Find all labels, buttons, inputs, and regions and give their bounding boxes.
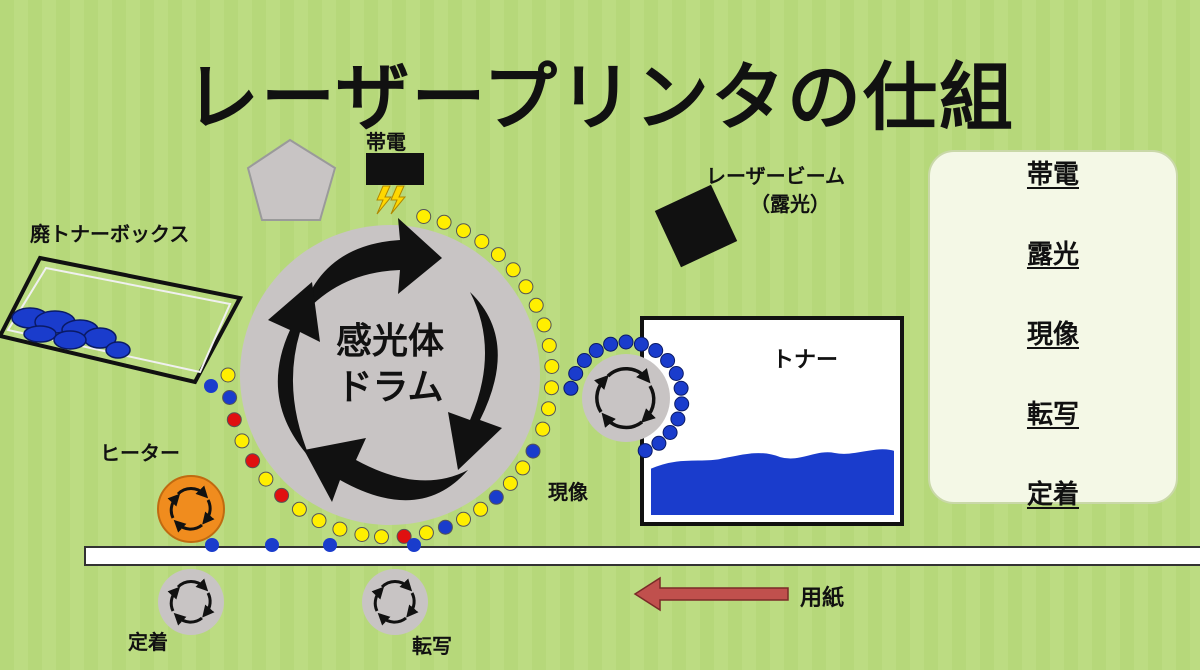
heater-label: ヒーター bbox=[100, 441, 180, 465]
charge-dot bbox=[437, 519, 453, 535]
step-developing: 現像 bbox=[1026, 320, 1079, 350]
toner-dot bbox=[648, 343, 664, 358]
charge-dot bbox=[535, 421, 551, 437]
charge-dot bbox=[505, 262, 521, 278]
charge-dot bbox=[456, 511, 471, 527]
charge-dot bbox=[396, 528, 412, 544]
paper-direction-arrow bbox=[633, 576, 789, 612]
charge-dot bbox=[488, 489, 504, 505]
developer-toner-ring bbox=[563, 334, 690, 459]
waste-toner-box bbox=[0, 255, 244, 385]
toner-dot bbox=[673, 380, 689, 396]
toner-dot bbox=[637, 443, 653, 459]
charge-dot bbox=[332, 521, 348, 537]
fixing-rotation-arrows-icon bbox=[167, 578, 215, 626]
toner-dot bbox=[588, 343, 604, 358]
charge-dot bbox=[416, 209, 432, 224]
toner-label: トナー bbox=[772, 348, 839, 373]
charge-dot bbox=[518, 279, 534, 295]
lightning-icon bbox=[376, 185, 407, 215]
charge-dot bbox=[354, 527, 370, 542]
paper-label: 用紙 bbox=[800, 586, 845, 611]
charge-dot bbox=[528, 297, 544, 313]
charge-dot bbox=[220, 367, 236, 383]
toner-dot bbox=[651, 435, 667, 451]
toner-dot bbox=[603, 336, 619, 352]
waste-toner-box-label: 廃トナーボックス bbox=[30, 222, 190, 246]
transfer-rotation-arrows-icon bbox=[371, 578, 419, 626]
toner-reservoir bbox=[640, 316, 904, 526]
toner-dot bbox=[670, 411, 686, 427]
toner-dot bbox=[568, 366, 584, 381]
paper-toner-dots bbox=[205, 538, 421, 552]
waste-toner-dot bbox=[204, 379, 218, 393]
process-steps-panel: 帯電 露光 現像 転写 定着 bbox=[928, 150, 1178, 510]
toner-powder bbox=[649, 447, 896, 517]
charge-dot bbox=[311, 513, 327, 529]
charge-dot bbox=[245, 453, 261, 469]
charge-dot bbox=[490, 247, 506, 263]
charge-dot bbox=[234, 433, 250, 449]
toner-dot bbox=[563, 380, 579, 396]
charge-dot bbox=[291, 501, 307, 517]
charge-dot bbox=[258, 471, 274, 487]
step-charging: 帯電 bbox=[1026, 160, 1079, 190]
step-exposure: 露光 bbox=[1026, 240, 1079, 270]
toner-dot bbox=[576, 353, 592, 368]
charge-dot bbox=[544, 380, 559, 396]
drum-charge-dots bbox=[220, 209, 560, 545]
toner-dot bbox=[618, 334, 634, 350]
toner-dot bbox=[662, 425, 678, 440]
transfer-roller bbox=[362, 569, 428, 635]
charge-dot bbox=[541, 401, 556, 417]
waste-toner-pile bbox=[11, 307, 131, 359]
drum-label-line1: 感光体 bbox=[335, 321, 444, 362]
charge-dot bbox=[473, 501, 489, 517]
laser-unit-square bbox=[654, 184, 738, 268]
step-transfer: 転写 bbox=[1026, 400, 1079, 430]
charge-dot bbox=[226, 412, 242, 428]
developer-rotation-arrows-icon bbox=[594, 366, 656, 430]
drum-rotation-arrows-icon bbox=[268, 218, 502, 502]
transfer-label: 転写 bbox=[412, 634, 452, 658]
toner-dot bbox=[633, 336, 649, 352]
charge-dot bbox=[436, 214, 452, 230]
charge-dot bbox=[541, 338, 557, 353]
drum-label-line2: ドラム bbox=[336, 367, 444, 408]
charge-dot bbox=[474, 234, 490, 249]
charge-dot bbox=[222, 390, 238, 405]
charge-dot bbox=[374, 529, 389, 545]
toner-dot bbox=[668, 366, 684, 381]
charger-block bbox=[366, 153, 424, 185]
page-title: レーザープリンタの仕組 bbox=[184, 55, 1016, 141]
heater-roller bbox=[157, 475, 225, 543]
step-fixing: 定着 bbox=[1026, 480, 1079, 510]
charge-dot bbox=[525, 443, 541, 459]
charge-dot bbox=[274, 487, 290, 503]
charge-dot bbox=[456, 223, 471, 239]
fixing-label: 定着 bbox=[128, 630, 168, 654]
charging-label: 帯電 bbox=[366, 130, 406, 154]
paper-sheet bbox=[84, 546, 1200, 566]
charge-dot bbox=[515, 460, 531, 476]
toner-dot bbox=[674, 396, 690, 412]
charge-dot bbox=[418, 525, 434, 541]
charge-dot bbox=[544, 359, 560, 374]
toner-dot bbox=[660, 353, 676, 368]
exposure-label: （露光） bbox=[750, 192, 830, 216]
laser-beam-label: レーザービーム bbox=[706, 164, 845, 188]
charge-dot bbox=[502, 475, 518, 491]
heater-rotation-arrows-icon bbox=[167, 485, 215, 533]
developing-label: 現像 bbox=[548, 480, 588, 504]
charge-dot bbox=[536, 317, 552, 333]
pentagon-cleaner bbox=[246, 138, 337, 221]
